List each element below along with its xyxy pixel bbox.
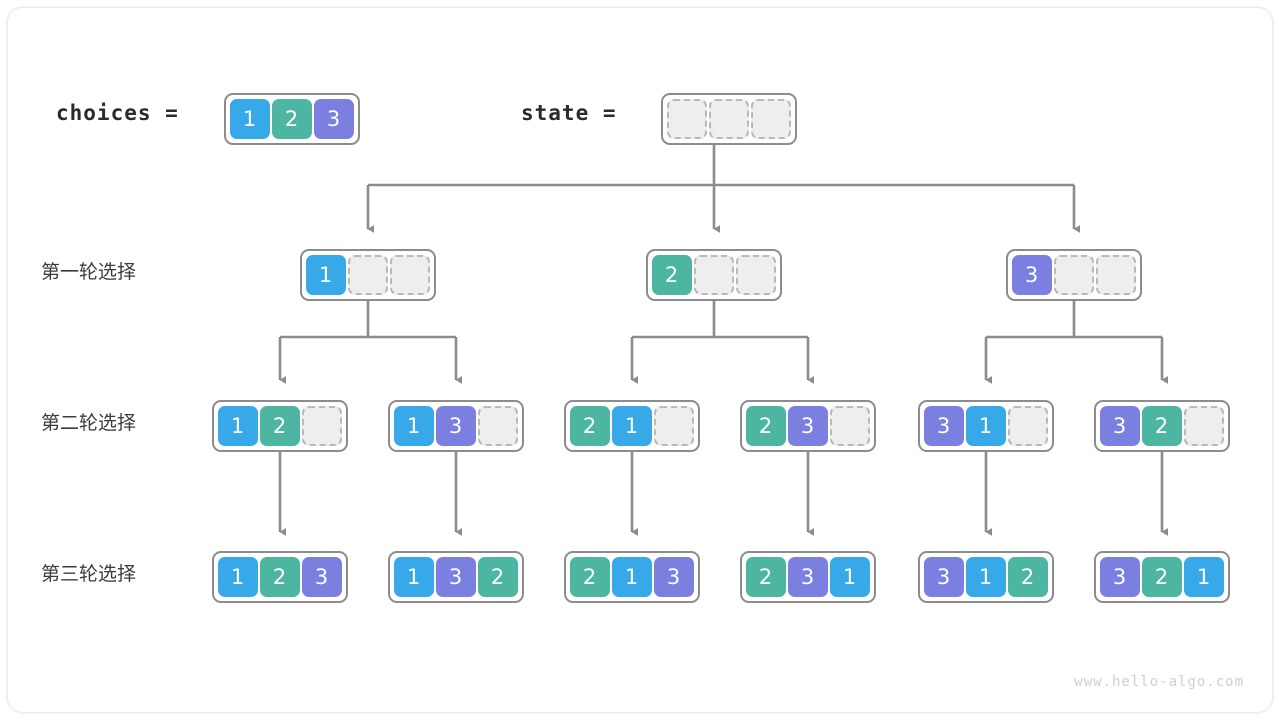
array-cell-filled: 1 <box>229 99 270 139</box>
array-cell-empty <box>708 99 749 139</box>
array-cell-empty <box>1183 406 1224 446</box>
array-cell-filled: 3 <box>1099 557 1140 597</box>
array-cell-filled: 2 <box>745 557 786 597</box>
array-cell-filled: 2 <box>259 406 300 446</box>
row-label-round-3: 第三轮选择 <box>41 564 137 585</box>
connector-lines <box>278 134 1168 536</box>
array-cell-filled: 2 <box>745 406 786 446</box>
array-cell-filled: 2 <box>259 557 300 597</box>
array-cell-empty <box>389 255 430 295</box>
array-cell-filled: 3 <box>435 406 476 446</box>
row-label-round-2: 第二轮选择 <box>41 413 137 434</box>
array-cell-empty <box>829 406 870 446</box>
array-cell-empty <box>477 406 518 446</box>
array-cell-filled: 1 <box>305 255 346 295</box>
array-cell-empty <box>1053 255 1094 295</box>
array-cell-filled: 3 <box>301 557 342 597</box>
state-array-round-1-node-2: 2 <box>645 249 782 301</box>
array-cell-filled: 1 <box>965 557 1006 597</box>
array-cell-filled: 1 <box>829 557 870 597</box>
array-cell-filled: 3 <box>1011 255 1052 295</box>
array-cell-filled: 3 <box>1099 406 1140 446</box>
array-cell-filled: 1 <box>393 406 434 446</box>
array-cell-filled: 1 <box>611 557 652 597</box>
state-array <box>660 93 797 145</box>
array-cell-filled: 3 <box>787 406 828 446</box>
array-cell-filled: 3 <box>653 557 694 597</box>
array-cell-filled: 2 <box>569 557 610 597</box>
array-cell-filled: 3 <box>435 557 476 597</box>
array-cell-filled: 2 <box>569 406 610 446</box>
array-cell-filled: 2 <box>271 99 312 139</box>
array-cell-filled: 1 <box>965 406 1006 446</box>
array-cell-filled: 1 <box>393 557 434 597</box>
array-cell-filled: 3 <box>787 557 828 597</box>
array-cell-empty <box>301 406 342 446</box>
array-cell-filled: 2 <box>1007 557 1048 597</box>
array-cell-filled: 2 <box>1141 406 1182 446</box>
array-cell-empty <box>653 406 694 446</box>
watermark: www.hello-algo.com <box>1074 674 1244 690</box>
array-cell-empty <box>1007 406 1048 446</box>
array-cell-empty <box>750 99 791 139</box>
array-cell-filled: 2 <box>651 255 692 295</box>
array-cell-filled: 1 <box>217 406 258 446</box>
array-cell-empty <box>347 255 388 295</box>
array-cell-empty <box>1095 255 1136 295</box>
array-cell-filled: 2 <box>1141 557 1182 597</box>
array-cell-filled: 3 <box>313 99 354 139</box>
array-cell-filled: 3 <box>923 406 964 446</box>
state-array-round-1-node-1: 1 <box>299 249 436 301</box>
state-label: state = <box>521 101 617 125</box>
state-array-round-1-node-3: 3 <box>1005 249 1142 301</box>
array-cell-empty <box>693 255 734 295</box>
array-cell-empty <box>735 255 776 295</box>
array-cell-empty <box>666 99 707 139</box>
choices-label: choices = <box>56 101 179 125</box>
array-cell-filled: 3 <box>923 557 964 597</box>
array-cell-filled: 2 <box>477 557 518 597</box>
array-cell-filled: 1 <box>1183 557 1224 597</box>
row-label-round-1: 第一轮选择 <box>41 262 137 283</box>
array-cell-filled: 1 <box>611 406 652 446</box>
array-cell-filled: 1 <box>217 557 258 597</box>
